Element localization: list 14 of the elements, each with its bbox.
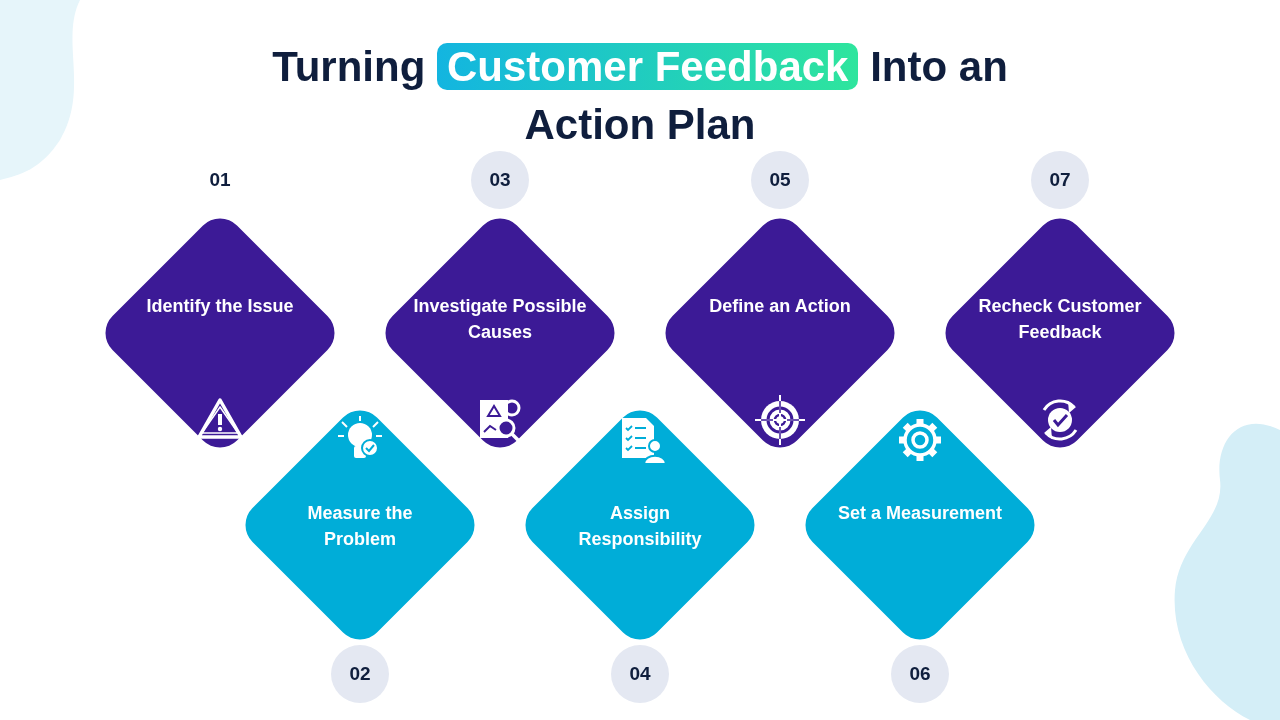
step-title: Investigate Possible Causes bbox=[412, 295, 588, 344]
step-number: 02 bbox=[331, 645, 389, 703]
step-title: Recheck Customer Feedback bbox=[977, 295, 1143, 344]
title: Turning Customer Feedback Into an Action Plan bbox=[271, 42, 1009, 150]
step-title: Set a Measurement bbox=[836, 502, 1004, 525]
step-title: Identify the Issue bbox=[145, 295, 295, 318]
step-title: Define an Action bbox=[708, 295, 852, 318]
step-title: Assign Responsibility bbox=[577, 502, 703, 551]
step-number: 03 bbox=[471, 151, 529, 209]
step-title: Measure the Problem bbox=[306, 502, 414, 551]
step-number: 04 bbox=[611, 645, 669, 703]
step-number: 05 bbox=[751, 151, 809, 209]
step-number: 07 bbox=[1031, 151, 1089, 209]
step-number: 06 bbox=[891, 645, 949, 703]
